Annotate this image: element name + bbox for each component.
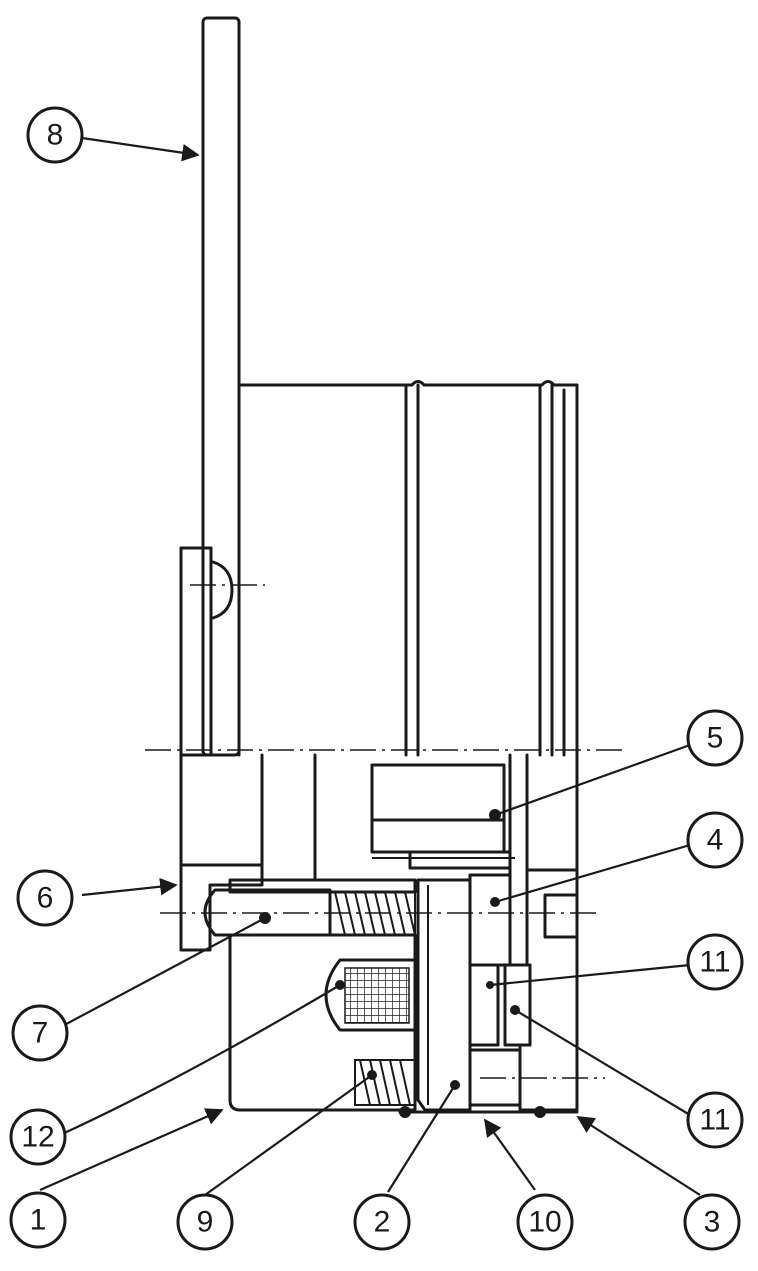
part-10-seal	[398, 1106, 579, 1118]
lever-part	[201, 16, 241, 757]
callout-11-upper: 11	[686, 933, 744, 991]
lower-spring	[354, 1059, 416, 1106]
part-12-filter	[324, 958, 417, 1032]
lower-frame	[179, 753, 579, 907]
callout-11-lower-label: 11	[699, 1104, 730, 1137]
callout-9-label: 9	[197, 1206, 214, 1239]
part-5-block	[370, 763, 515, 870]
part-3-housing	[468, 868, 605, 1112]
leader-lines	[39, 136, 701, 1196]
callout-8: 8	[26, 106, 84, 164]
part-2-plunger	[416, 878, 472, 1112]
callout-5: 5	[686, 709, 744, 767]
callout-6-label: 6	[37, 882, 54, 915]
callout-4-label: 4	[707, 824, 724, 857]
callout-11-lower: 11	[686, 1091, 744, 1149]
part-11-inserts	[468, 963, 532, 1047]
callout-3-label: 3	[704, 1206, 721, 1239]
callout-10-label: 10	[528, 1206, 561, 1239]
callout-8-label: 8	[47, 119, 64, 152]
callout-2-label: 2	[374, 1206, 391, 1239]
side-plate	[179, 546, 265, 757]
callout-2: 2	[353, 1193, 411, 1251]
callout-1: 1	[9, 1191, 67, 1249]
callout-9: 9	[176, 1193, 234, 1251]
callout-4: 4	[686, 811, 744, 869]
callout-12: 12	[9, 1108, 67, 1166]
callout-1-label: 1	[30, 1204, 47, 1237]
callout-7: 7	[11, 1004, 69, 1062]
callout-5-label: 5	[707, 722, 724, 755]
callout-7-label: 7	[32, 1017, 49, 1050]
callout-6: 6	[16, 869, 74, 927]
callout-3: 3	[683, 1193, 741, 1251]
callout-12-label: 12	[21, 1121, 54, 1154]
part-6-bracket	[179, 863, 264, 952]
callout-11-upper-label: 11	[699, 946, 730, 979]
upper-housing	[237, 380, 579, 757]
callout-10: 10	[516, 1193, 574, 1251]
part-4	[468, 873, 512, 967]
